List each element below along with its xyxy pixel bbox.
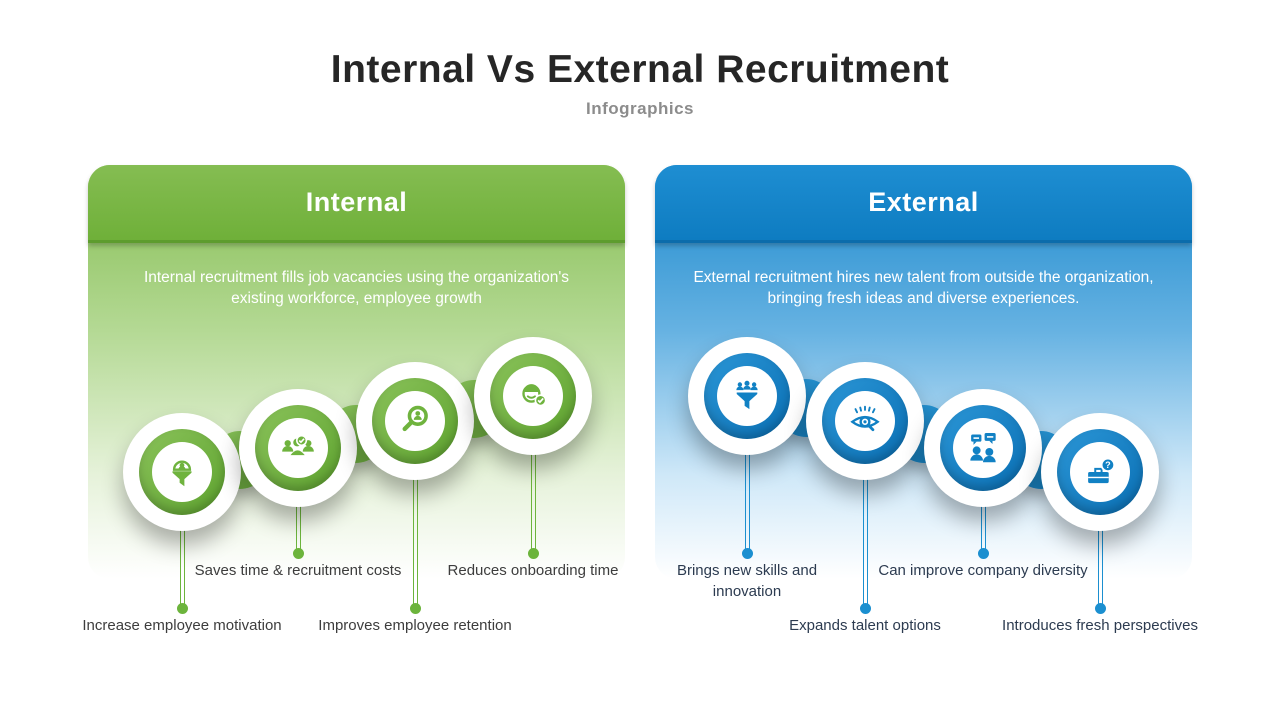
- external-item-label-4: Introduces fresh perspectives: [1002, 617, 1198, 634]
- internal-item-label-3: Improves employee retention: [318, 617, 512, 634]
- external-item-label-1: Brings new skills and innovation: [676, 562, 818, 600]
- connector-dot: [409, 602, 421, 614]
- internal-item-label-1: Increase employee motivation: [82, 617, 282, 634]
- external-badge-3: [924, 389, 1042, 507]
- eye-search-icon: [850, 405, 880, 432]
- external-badge-2: [806, 362, 924, 480]
- external-panel-description: External recruitment hires new talent fr…: [693, 269, 1154, 307]
- internal-badge-2: [239, 389, 357, 507]
- external-panel: External External recruitment hires new …: [655, 165, 1198, 634]
- connector-dot: [977, 547, 989, 559]
- connector-dot: [292, 547, 304, 559]
- connector-dot: [859, 602, 871, 614]
- external-badge-1: [688, 337, 806, 455]
- connector-line: [179, 472, 185, 608]
- internal-panel-header: Internal: [88, 165, 625, 243]
- page-title: Internal Vs External Recruitment: [330, 48, 950, 91]
- connector-dot: [176, 602, 188, 614]
- interview-icon: [970, 432, 996, 463]
- internal-panel-title: Internal: [305, 187, 408, 217]
- internal-badge-4: [474, 337, 592, 455]
- internal-item-label-4: Reduces onboarding time: [447, 562, 619, 579]
- person-funnel-icon: [172, 460, 192, 487]
- connector-line: [744, 396, 750, 553]
- briefcase-question-icon: ?: [1088, 457, 1116, 484]
- person-check-icon: [522, 384, 547, 407]
- connector-line: [412, 421, 418, 608]
- connector-line: [862, 421, 868, 608]
- external-item-label-2: Expands talent options: [789, 617, 941, 634]
- external-item-label-3: Can improve company diversity: [878, 562, 1088, 579]
- search-person-icon: [402, 405, 428, 432]
- external-panel-title: External: [868, 187, 979, 217]
- page-subtitle: Infographics: [585, 99, 694, 118]
- internal-item-label-2: Saves time & recruitment costs: [194, 562, 402, 579]
- svg-text:?: ?: [1105, 460, 1111, 470]
- internal-badge-3: [356, 362, 474, 480]
- internal-panel: Internal Internal recruitment fills job …: [82, 165, 625, 634]
- external-panel-header: External: [655, 165, 1192, 243]
- internal-badge-1: [123, 413, 241, 531]
- connector-dot: [1094, 602, 1106, 614]
- internal-panel-description: Internal recruitment fills job vacancies…: [143, 269, 570, 307]
- people-funnel-icon: [736, 380, 758, 410]
- external-badge-4: ?: [1041, 413, 1159, 531]
- connector-line: [1097, 472, 1103, 608]
- connector-dot: [527, 547, 539, 559]
- team-check-icon: [282, 434, 314, 456]
- connector-dot: [741, 547, 753, 559]
- connector-line: [530, 396, 536, 553]
